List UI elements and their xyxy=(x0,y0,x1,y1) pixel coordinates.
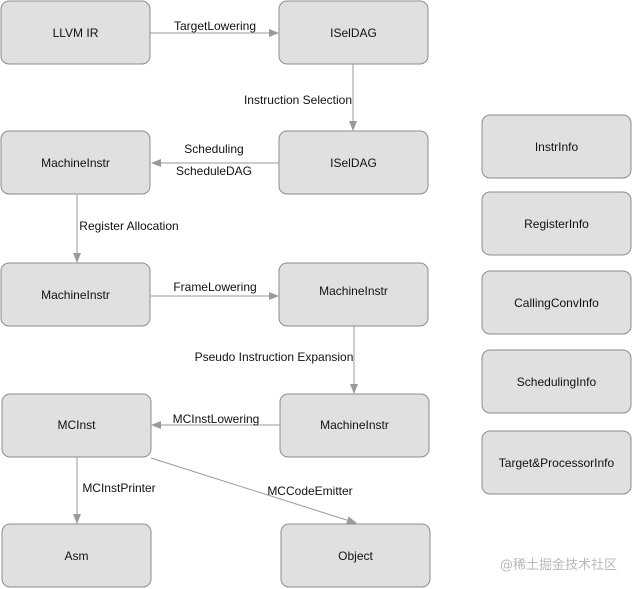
node-label-instrinfo: InstrInfo xyxy=(535,140,579,154)
node-instrinfo: InstrInfo xyxy=(481,114,632,179)
node-label-schedulinginfo: SchedulingInfo xyxy=(517,375,597,389)
edge-label-pseudo-instruction-expansion: Pseudo Instruction Expansion xyxy=(195,350,354,364)
node-machineinstr-4: MachineInstr xyxy=(279,393,430,458)
node-schedulinginfo: SchedulingInfo xyxy=(481,349,632,414)
edge-label-framelowering: FrameLowering xyxy=(173,280,256,294)
edge-label-mccodeemitter: MCCodeEmitter xyxy=(267,484,352,498)
main-nodes: LLVM IR ISelDAG ISelDAG MachineInstr Mac… xyxy=(0,0,431,588)
node-label-llvm-ir: LLVM IR xyxy=(53,26,99,40)
edge-label-register-allocation: Register Allocation xyxy=(79,219,178,233)
node-label-asm: Asm xyxy=(65,549,89,563)
node-iseldag-1: ISelDAG xyxy=(278,0,429,65)
edge-register-allocation: Register Allocation xyxy=(73,195,179,263)
edge-mcinstlowering: MCInstLowering xyxy=(151,412,280,429)
edge-label-targetlowering: TargetLowering xyxy=(174,19,256,33)
node-label-mcinst: MCInst xyxy=(57,418,96,432)
side-nodes: InstrInfo RegisterInfo CallingConvInfo S… xyxy=(481,114,632,495)
node-label-callingconvinfo: CallingConvInfo xyxy=(514,296,599,310)
node-iseldag-2: ISelDAG xyxy=(278,130,429,195)
edge-label-instruction-selection: Instruction Selection xyxy=(244,93,352,107)
node-llvm-ir: LLVM IR xyxy=(0,0,151,65)
node-machineinstr-2: MachineInstr xyxy=(0,262,151,327)
node-label-object: Object xyxy=(338,549,373,563)
edge-label-scheduledag: ScheduleDAG xyxy=(176,164,252,178)
node-registerinfo: RegisterInfo xyxy=(481,191,632,256)
node-label-target-processor-info: Target&ProcessorInfo xyxy=(499,456,615,470)
node-machineinstr-3: MachineInstr xyxy=(278,262,429,327)
node-label-iseldag-1: ISelDAG xyxy=(330,26,377,40)
edge-instruction-selection: Instruction Selection xyxy=(244,64,357,131)
node-label-registerinfo: RegisterInfo xyxy=(524,217,589,231)
node-callingconvinfo: CallingConvInfo xyxy=(481,270,632,335)
node-label-iseldag-2: ISelDAG xyxy=(330,156,377,170)
edge-mcinstprinter: MCInstPrinter xyxy=(73,457,156,524)
edges: TargetLowering Instruction Selection Sch… xyxy=(73,19,358,525)
edge-scheduling: Scheduling ScheduleDAG xyxy=(151,142,279,178)
edge-targetlowering: TargetLowering xyxy=(150,19,279,37)
edge-label-scheduling: Scheduling xyxy=(184,142,243,156)
node-label-machineinstr-1: MachineInstr xyxy=(41,156,110,170)
edge-pseudo-instruction-expansion: Pseudo Instruction Expansion xyxy=(195,326,358,394)
node-object: Object xyxy=(280,523,431,588)
node-label-machineinstr-3: MachineInstr xyxy=(319,284,388,298)
node-label-machineinstr-2: MachineInstr xyxy=(41,288,110,302)
node-label-machineinstr-4: MachineInstr xyxy=(320,418,389,432)
edge-framelowering: FrameLowering xyxy=(151,280,279,300)
edge-label-mcinstlowering: MCInstLowering xyxy=(173,412,260,426)
edge-label-mcinstprinter: MCInstPrinter xyxy=(82,481,155,495)
node-target-processor-info: Target&ProcessorInfo xyxy=(481,430,632,495)
edge-mccodeemitter: MCCodeEmitter xyxy=(150,457,357,525)
watermark: @稀土掘金技术社区 xyxy=(500,557,617,573)
node-mcinst: MCInst xyxy=(1,393,152,458)
node-machineinstr-1: MachineInstr xyxy=(0,130,151,195)
node-asm: Asm xyxy=(1,523,152,588)
